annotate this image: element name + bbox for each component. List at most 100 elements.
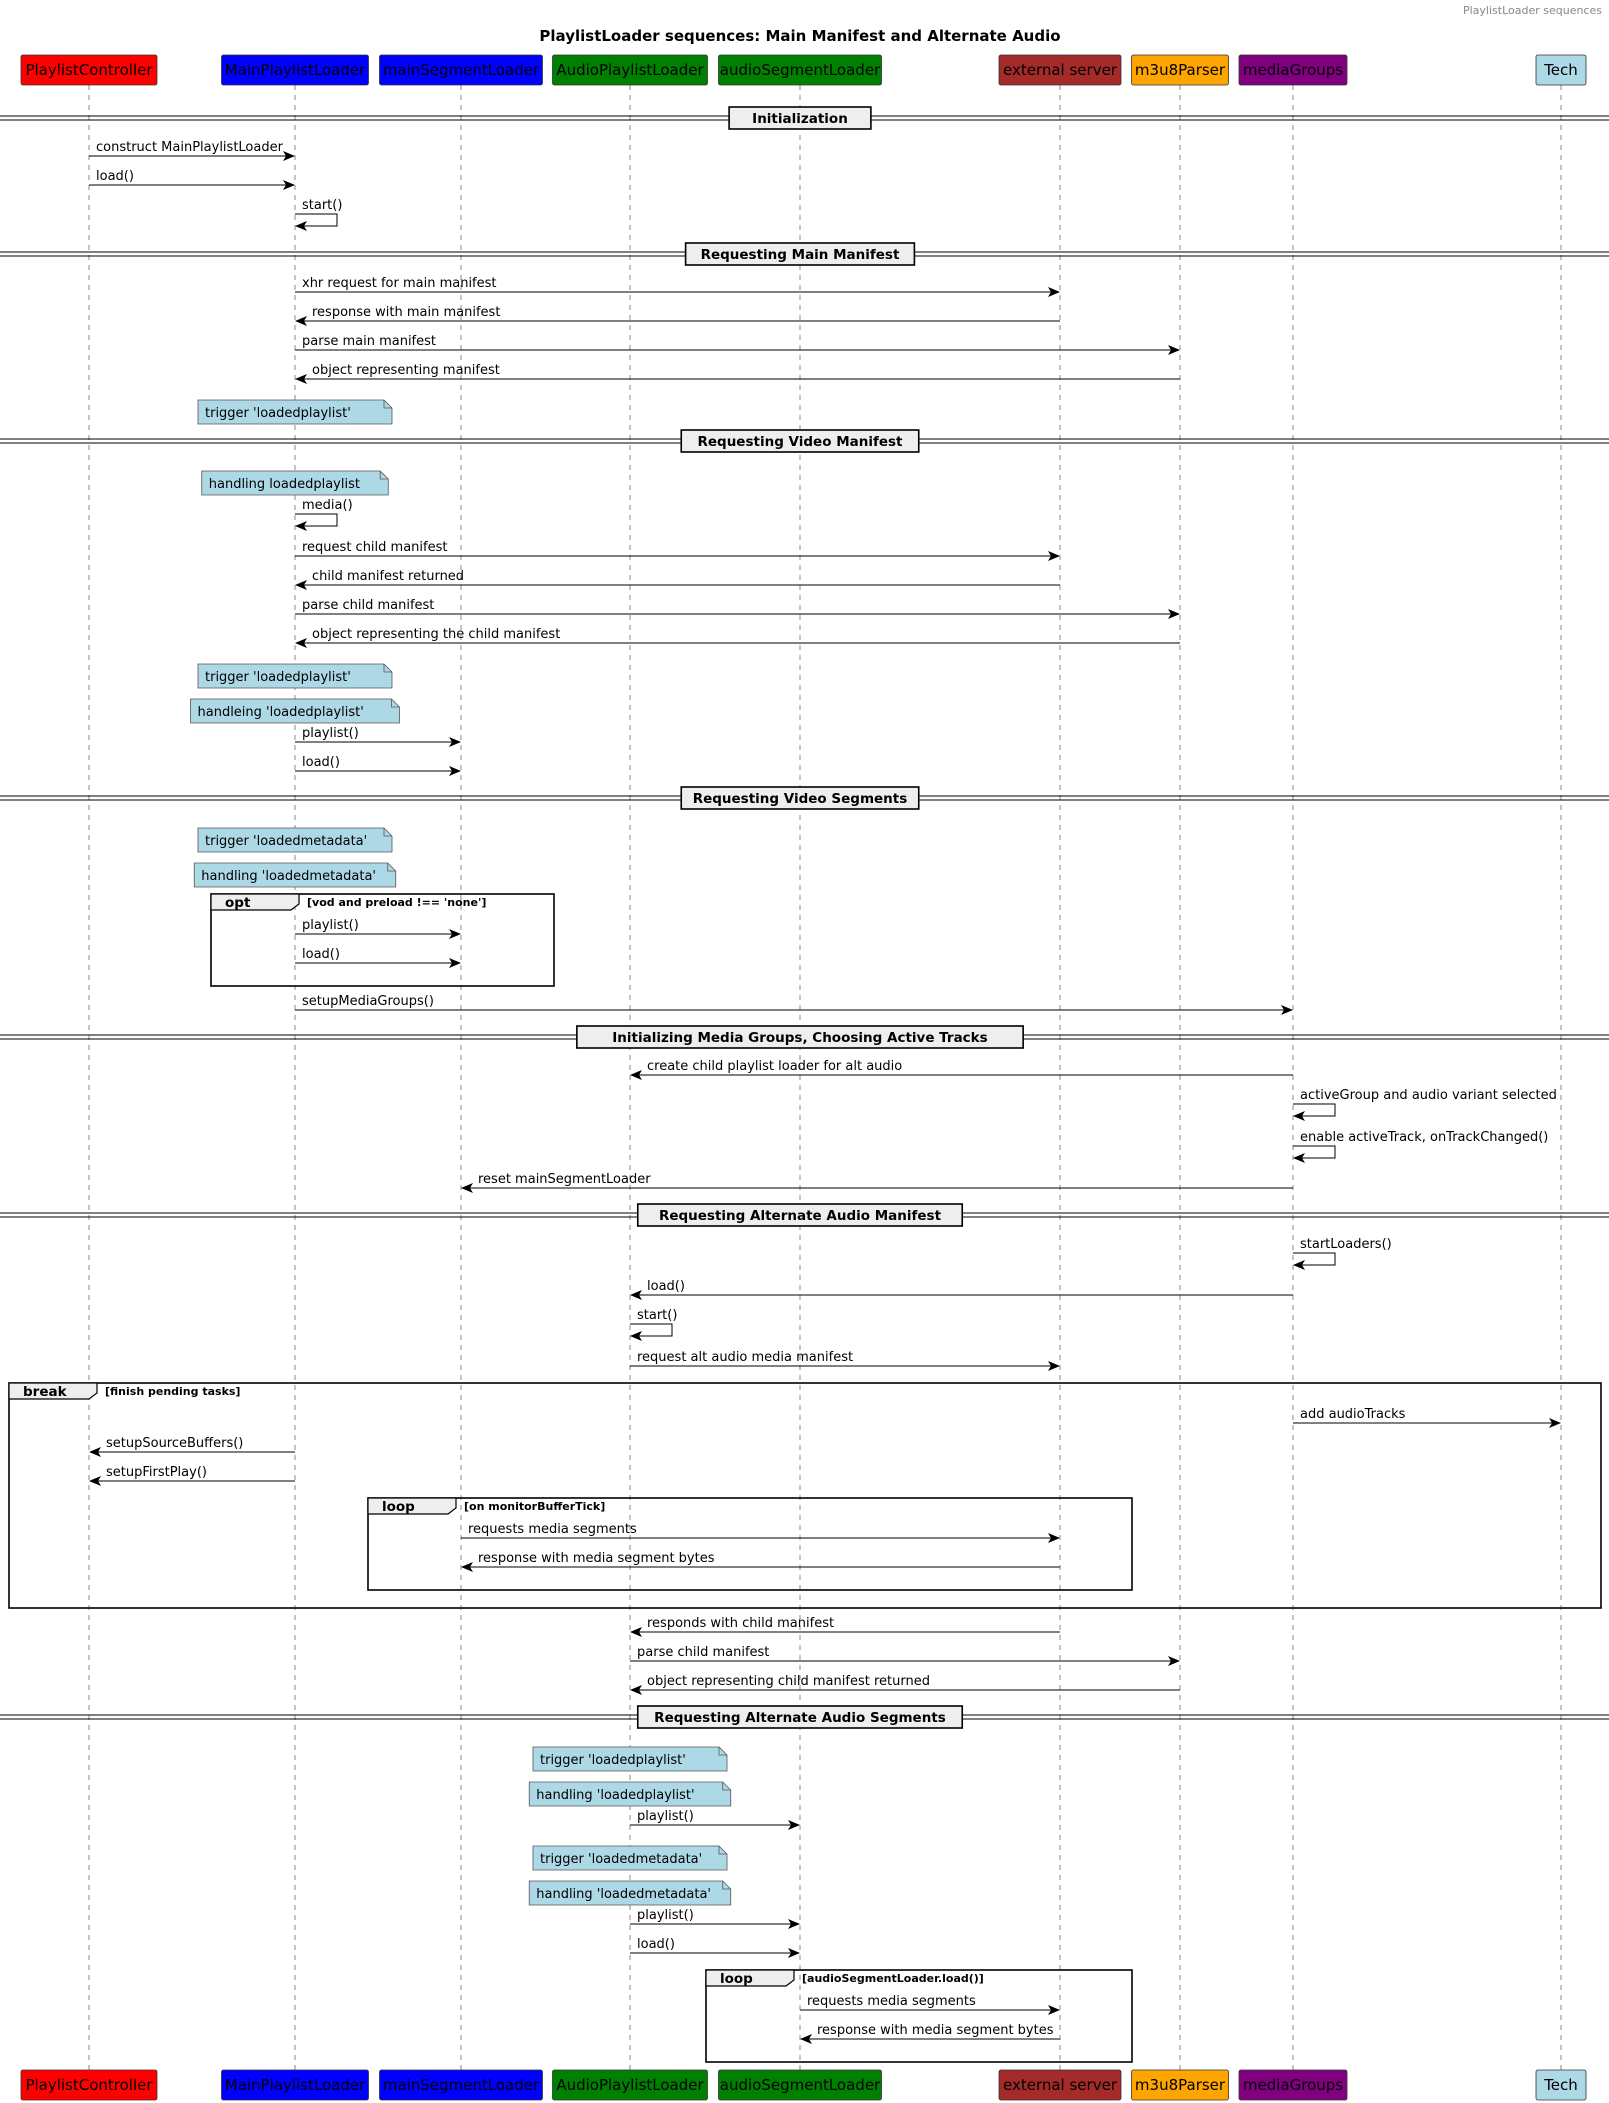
- message-label: requests media segments: [468, 1522, 637, 1537]
- fragment-opt: opt[vod and preload !== 'none']: [210, 893, 555, 987]
- note: handleing 'loadedplaylist': [190, 698, 400, 724]
- message-mpl-to-pc: setupSourceBuffers(): [89, 1436, 295, 1457]
- note: trigger 'loadedplaylist': [197, 399, 393, 425]
- note: trigger 'loadedplaylist': [197, 663, 393, 689]
- self-message-arrow: [630, 1323, 673, 1341]
- participant-box: [998, 54, 1122, 86]
- self-message-label: media(): [302, 498, 353, 513]
- diagram-title: PlaylistLoader sequences: Main Manifest …: [539, 27, 1060, 45]
- self-message-arrow: [1293, 1252, 1336, 1270]
- fragment-frame: [8, 1382, 1602, 1609]
- section-divider: Requesting Alternate Audio Manifest: [0, 1203, 1609, 1227]
- participant-box: [20, 54, 158, 86]
- participant-asl-bottom: audioSegmentLoader: [718, 2069, 882, 2101]
- section-divider: Initializing Media Groups, Choosing Acti…: [0, 1025, 1609, 1049]
- note: trigger 'loadedmetadata': [532, 1845, 728, 1871]
- fragment-keyword: loop: [382, 1499, 415, 1515]
- message-label: playlist(): [637, 1908, 694, 1923]
- section-divider-label: Requesting Main Manifest: [701, 247, 900, 263]
- participant-label: external server: [1003, 2076, 1118, 2094]
- section-divider: Requesting Video Manifest: [0, 429, 1609, 453]
- participant-label: PlaylistController: [25, 61, 153, 79]
- section-divider-box: [636, 1203, 964, 1227]
- message-label: construct MainPlaylistLoader: [96, 140, 284, 155]
- participant-box: [718, 54, 882, 86]
- note: handling loadedplaylist: [201, 470, 389, 496]
- participant-ext-top: external server: [998, 54, 1122, 86]
- note-label: handling 'loadedmetadata': [201, 869, 376, 884]
- fragment-condition: [audioSegmentLoader.load()]: [802, 1972, 984, 1985]
- message-mpl-to-m3u: parse main manifest: [295, 334, 1180, 355]
- message-label: response with main manifest: [312, 305, 500, 320]
- page-header: PlaylistLoader sequences: [1463, 4, 1602, 17]
- fragment-frame: [367, 1497, 1133, 1591]
- note-label: handling 'loadedplaylist': [536, 1788, 694, 1803]
- message-label: load(): [96, 169, 134, 184]
- self-message-mpl: start(): [295, 198, 342, 231]
- message-label: object representing child manifest retur…: [647, 1674, 930, 1689]
- message-mg-to-msl: reset mainSegmentLoader: [461, 1172, 1293, 1193]
- note-label: trigger 'loadedplaylist': [205, 406, 351, 421]
- message-label: xhr request for main manifest: [302, 276, 497, 291]
- section-divider-label: Requesting Alternate Audio Segments: [654, 1710, 946, 1726]
- message-m3u-to-mpl: object representing the child manifest: [295, 627, 1180, 648]
- message-label: response with media segment bytes: [478, 1551, 715, 1566]
- participant-m3u-bottom: m3u8Parser: [1131, 2069, 1229, 2101]
- section-divider: Requesting Video Segments: [0, 786, 1609, 810]
- section-divider-box: [680, 429, 920, 453]
- note-box: [190, 698, 400, 724]
- participant-ext-bottom: external server: [998, 2069, 1122, 2101]
- message-apl-to-m3u: parse child manifest: [630, 1645, 1180, 1666]
- message-label: parse child manifest: [637, 1645, 769, 1660]
- participant-label: mainSegmentLoader: [383, 61, 540, 79]
- participant-label: Tech: [1543, 61, 1578, 79]
- participant-pc-bottom: PlaylistController: [20, 2069, 158, 2101]
- message-mpl-to-m3u: parse child manifest: [295, 598, 1180, 619]
- fragment-frame: [705, 1969, 1133, 2063]
- message-label: requests media segments: [807, 1994, 976, 2009]
- participant-apl-bottom: AudioPlaylistLoader: [552, 2069, 708, 2101]
- note-box: [201, 470, 389, 496]
- section-divider-box: [576, 1025, 1024, 1049]
- note-box: [193, 862, 397, 888]
- message-apl-to-asl: playlist(): [630, 1908, 800, 1929]
- participant-apl-top: AudioPlaylistLoader: [552, 54, 708, 86]
- message-label: playlist(): [637, 1809, 694, 1824]
- note: handling 'loadedplaylist': [528, 1781, 732, 1807]
- participant-label: Tech: [1543, 2076, 1578, 2094]
- fragment-keyword: opt: [225, 895, 251, 911]
- note-box: [197, 399, 393, 425]
- message-mpl-to-ext: request child manifest: [295, 540, 1060, 561]
- message-m3u-to-apl: object representing child manifest retur…: [630, 1674, 1180, 1695]
- note-label: trigger 'loadedplaylist': [540, 1753, 686, 1768]
- self-message-mpl: media(): [295, 498, 353, 531]
- participant-box: [1238, 54, 1348, 86]
- message-ext-to-asl: response with media segment bytes: [800, 2023, 1060, 2044]
- self-message-arrow: [295, 213, 338, 231]
- self-message-apl: start(): [630, 1308, 677, 1341]
- note-box: [197, 663, 393, 689]
- message-mg-to-apl: create child playlist loader for alt aud…: [630, 1059, 1293, 1080]
- message-label: load(): [647, 1279, 685, 1294]
- message-label: load(): [302, 947, 340, 962]
- fragment-keyword: loop: [720, 1971, 753, 1987]
- fragment-frame: [210, 893, 555, 987]
- participant-label: mediaGroups: [1243, 61, 1343, 79]
- section-divider-label: Requesting Video Segments: [693, 791, 908, 807]
- note-label: handling 'loadedmetadata': [536, 1887, 711, 1902]
- message-msl-to-ext: requests media segments: [461, 1522, 1060, 1543]
- message-label: playlist(): [302, 726, 359, 741]
- note-label: trigger 'loadedmetadata': [205, 834, 367, 849]
- message-label: child manifest returned: [312, 569, 464, 584]
- message-mpl-to-msl: load(): [295, 947, 461, 968]
- self-message-label: activeGroup and audio variant selected: [1300, 1088, 1557, 1103]
- message-mpl-to-ext: xhr request for main manifest: [295, 276, 1060, 297]
- note-box: [532, 1845, 728, 1871]
- participant-label: mediaGroups: [1243, 2076, 1343, 2094]
- fragment-loop: loop[on monitorBufferTick]: [367, 1497, 1133, 1591]
- fragment-tab: [8, 1382, 98, 1400]
- section-divider-box: [728, 106, 872, 130]
- message-label: responds with child manifest: [647, 1616, 834, 1631]
- section-divider-label: Initialization: [752, 111, 848, 127]
